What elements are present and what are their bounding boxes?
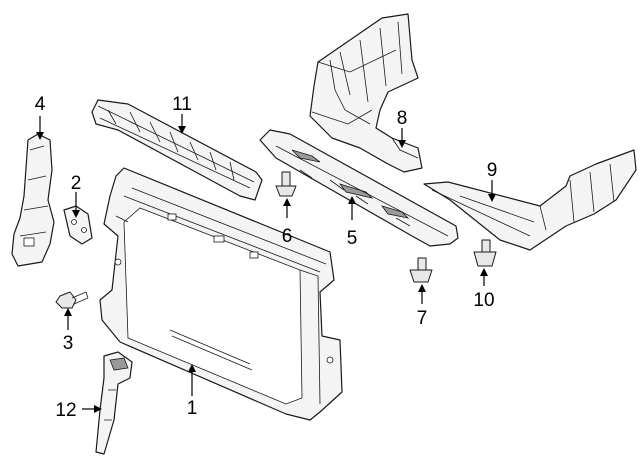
callout-1: 1 xyxy=(187,364,198,419)
callout-label-3: 3 xyxy=(63,333,74,354)
callout-8: 8 xyxy=(397,108,408,148)
callout-label-2: 2 xyxy=(71,173,82,194)
callout-label-7: 7 xyxy=(417,308,428,329)
callout-label-6: 6 xyxy=(282,226,293,247)
callout-label-4: 4 xyxy=(35,94,46,115)
callout-10: 10 xyxy=(473,268,495,311)
callout-2: 2 xyxy=(71,173,82,218)
part-2-small-bracket xyxy=(63,205,93,245)
part-3-bolt xyxy=(55,291,89,309)
callout-label-5: 5 xyxy=(347,228,358,249)
part-8-upper-shield xyxy=(309,13,423,173)
part-10-bolt xyxy=(473,239,497,267)
part-9-lower-shield xyxy=(423,149,637,251)
callout-label-8: 8 xyxy=(397,108,408,129)
callout-4: 4 xyxy=(35,94,46,140)
callout-5: 5 xyxy=(347,196,358,249)
callout-9: 9 xyxy=(487,160,498,202)
callout-label-10: 10 xyxy=(473,290,494,311)
part-12-lower-bracket xyxy=(95,351,133,455)
callout-label-9: 9 xyxy=(487,160,498,181)
callout-label-12: 12 xyxy=(55,400,76,421)
part-6-bolt xyxy=(275,171,297,197)
part-11-upper-cover xyxy=(91,99,263,201)
callout-6: 6 xyxy=(282,198,293,247)
part-5-lock-support xyxy=(259,129,459,247)
callout-3: 3 xyxy=(63,308,74,354)
part-4-side-bracket xyxy=(11,133,55,267)
callout-12: 12 xyxy=(55,400,102,421)
callout-7: 7 xyxy=(417,284,428,329)
part-1-radiator-support xyxy=(99,167,343,421)
callout-label-11: 11 xyxy=(172,94,192,115)
part-7-bolt xyxy=(409,257,433,283)
callout-label-1: 1 xyxy=(187,398,198,419)
callout-11: 11 xyxy=(172,94,192,134)
